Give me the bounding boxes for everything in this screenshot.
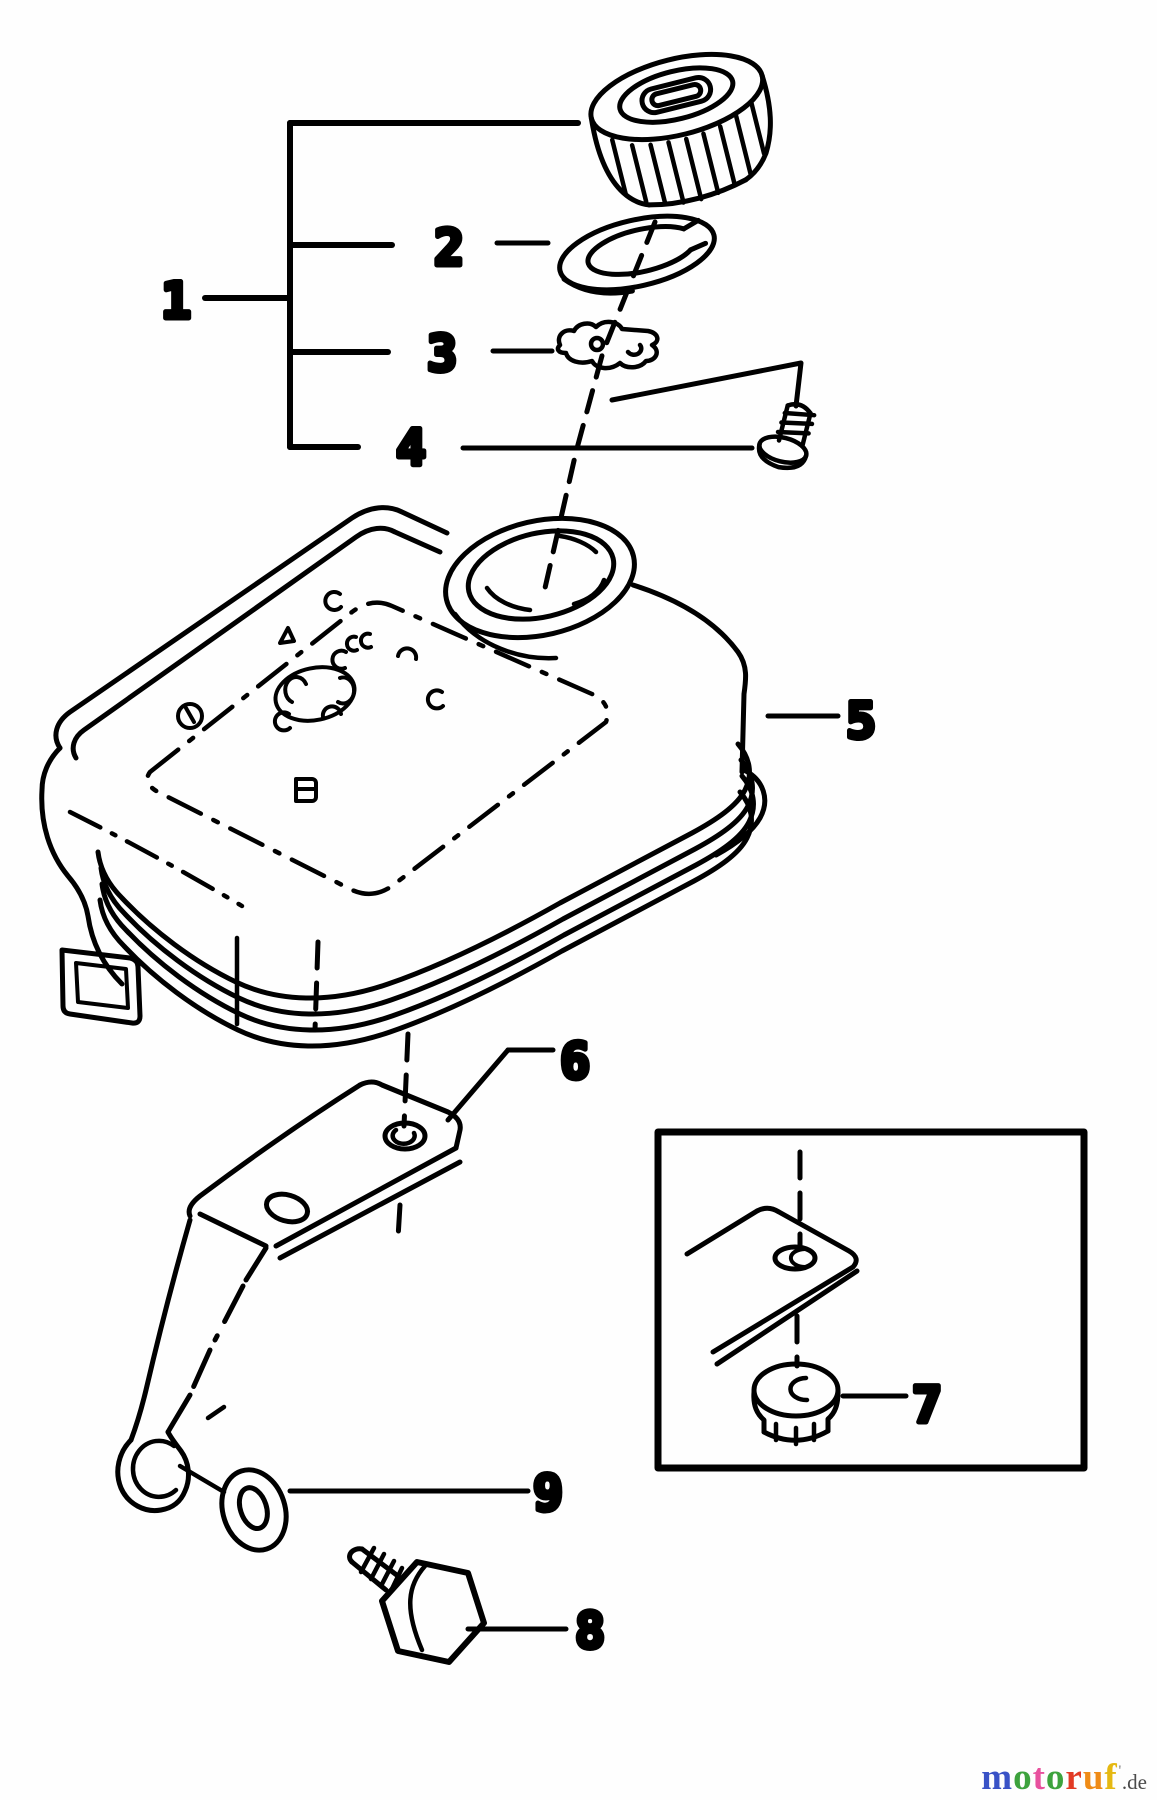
logo-suffix: .de (1121, 1770, 1147, 1794)
callout-5: 5 (846, 692, 876, 750)
inset-plate-corner (684, 1205, 860, 1367)
tank-to-bracket-axis-lines (312, 939, 411, 1241)
logo-letter: m (981, 1757, 1014, 1798)
callout-9: 9 (533, 1464, 563, 1522)
washer-drawing (219, 1467, 289, 1553)
tank-surface-marks (176, 590, 445, 803)
callout-3: 3 (427, 325, 457, 383)
logo-tick: ' (1117, 1763, 1122, 1779)
leader-line-6 (445, 1047, 556, 1123)
screw-drawing (756, 401, 817, 471)
cap-gasket-drawing (557, 213, 717, 296)
logo-letter: u (1082, 1757, 1105, 1798)
screw-pointer-line (609, 360, 804, 409)
tank-front-mold-line (67, 809, 245, 909)
tank-flange-bands (95, 741, 756, 1049)
filler-neck-drawing (443, 515, 637, 661)
motoruf-logo: motoruf'.de (981, 1759, 1147, 1796)
logo-letter: o (1045, 1757, 1066, 1798)
logo-letter: f (1104, 1757, 1118, 1798)
tank-tab-drawing (59, 947, 143, 1026)
callout-7: 7 (912, 1376, 942, 1434)
grommet-drawing (751, 1361, 841, 1447)
tank-panel-line (145, 600, 610, 896)
inset-axis-dashed-line (794, 1149, 803, 1369)
callout-8: 8 (575, 1602, 605, 1660)
inset-border (654, 1128, 1088, 1472)
callout-6: 6 (560, 1032, 590, 1090)
callout-2: 2 (434, 219, 464, 277)
fuel-tank-drawing (39, 505, 841, 1049)
fuel-cap-drawing (588, 51, 773, 208)
cap-knurl-ribs (609, 99, 767, 207)
callout-4: 4 (396, 419, 426, 477)
bolt-drawing (347, 1545, 487, 1665)
logo-letter: o (1013, 1757, 1033, 1798)
logo-letter: r (1065, 1757, 1083, 1798)
callout-bracket-lines (202, 120, 581, 450)
leader-lines-2-3-4 (460, 240, 755, 451)
logo-letter: t (1032, 1757, 1046, 1798)
retainer-clip-drawing (555, 319, 660, 371)
eye-to-washer-line (177, 1463, 227, 1495)
callout-1: 1 (161, 272, 191, 330)
detail-inset-box (654, 1128, 1088, 1472)
mounting-bracket-drawing (115, 1079, 463, 1514)
